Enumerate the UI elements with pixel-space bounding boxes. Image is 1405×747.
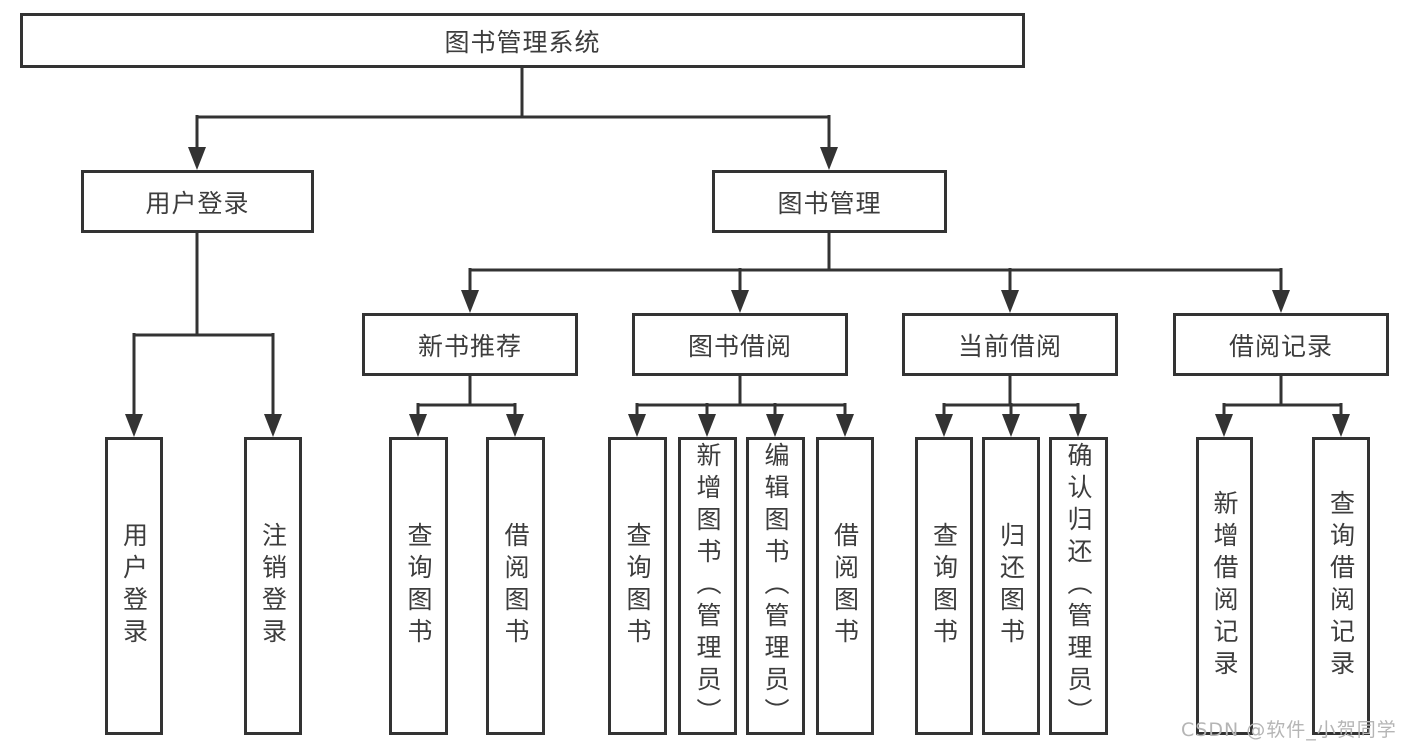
node-user-login: 用户登录 [81,170,314,233]
leaf-query-books-recommend: 查询图书 [389,437,448,735]
node-label: 确认归还（管理员） [1064,442,1093,730]
node-label: 查询图书 [929,522,959,650]
node-current-borrowing: 当前借阅 [902,313,1118,376]
node-borrowing-record: 借阅记录 [1173,313,1389,376]
node-book-borrowing: 图书借阅 [632,313,848,376]
leaf-edit-books-admin: 编辑图书（管理员） [746,437,805,735]
leaf-add-borrow-record: 新增借阅记录 [1196,437,1253,735]
node-label: 借阅图书 [501,522,530,650]
node-book-management-system: 图书管理系统 [20,13,1025,68]
connector-current-borrowing-branch [935,376,1087,437]
node-label: 注销登录 [258,522,288,650]
node-label: 用户登录 [145,188,250,218]
connector-book-management-branch [461,233,1290,313]
connector-new-book-recommendation-branch [409,376,524,437]
node-label: 用户登录 [119,522,149,650]
leaf-borrow-books: 借阅图书 [816,437,874,735]
node-label: 查询图书 [404,522,433,650]
node-label: 查询图书 [623,522,652,650]
node-label: 图书管理 [777,188,882,218]
connector-book-borrowing-branch [628,376,854,437]
node-label: 新增借阅记录 [1210,490,1239,682]
leaf-add-books-admin: 新增图书（管理员） [678,437,737,735]
node-label: 当前借阅 [957,331,1062,361]
leaf-query-borrow-record: 查询借阅记录 [1312,437,1370,735]
leaf-query-books-borrow: 查询图书 [608,437,667,735]
node-label: 查询借阅记录 [1326,490,1356,682]
node-label: 图书管理系统 [444,27,601,57]
leaf-user-login: 用户登录 [105,437,163,735]
leaf-return-books: 归还图书 [982,437,1040,735]
leaf-confirm-return-admin: 确认归还（管理员） [1049,437,1108,735]
node-label: 借阅图书 [830,522,860,650]
node-new-book-recommendation: 新书推荐 [362,313,578,376]
csdn-watermark: CSDN @软件_小贺同学 [1181,719,1397,741]
connector-borrowing-record-branch [1215,376,1350,437]
node-label: 新书推荐 [417,331,522,361]
node-label: 新增图书（管理员） [693,442,722,730]
leaf-logout: 注销登录 [244,437,302,735]
connector-root-to-level2 [188,67,838,170]
node-label: 编辑图书（管理员） [761,442,790,730]
leaf-borrow-books-recommend: 借阅图书 [486,437,545,735]
node-label: 图书借阅 [687,331,792,361]
node-label: 归还图书 [996,522,1026,650]
connector-user-login-branch [125,233,282,437]
node-label: 借阅记录 [1228,331,1333,361]
leaf-query-books-current: 查询图书 [915,437,973,735]
node-book-management: 图书管理 [712,170,947,233]
